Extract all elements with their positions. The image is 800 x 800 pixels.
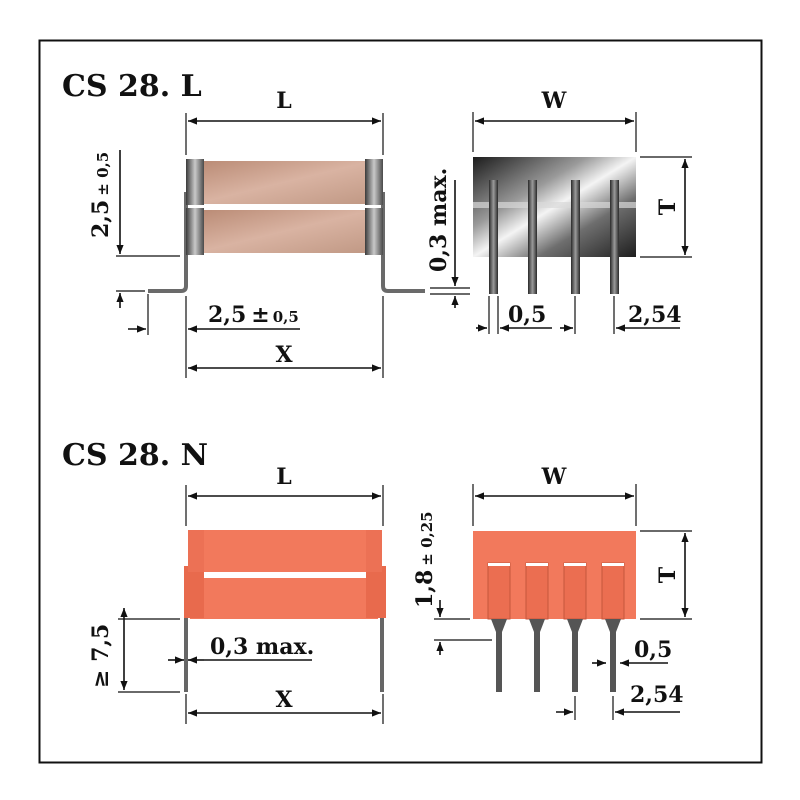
cs28l-side-view bbox=[473, 157, 636, 294]
cs28n-lead-length-dimension: ≥ 7,5 bbox=[88, 608, 180, 693]
cs28n-pin-width-label: 0,5 bbox=[634, 637, 672, 663]
cs28n-length-label: L bbox=[276, 464, 291, 490]
cs28n-pin-1 bbox=[487, 562, 511, 692]
cs28n-lead-offset-label: 0,3 max. bbox=[210, 634, 314, 660]
cs28n-width-dimension: W bbox=[472, 464, 637, 526]
cs28l-width-dimension: W bbox=[472, 88, 637, 152]
cs28n-pin-4 bbox=[601, 562, 625, 692]
cs28l-height-label: 2,5± 0,5 bbox=[88, 152, 114, 238]
cs28l-right-terminal-lead bbox=[381, 192, 425, 293]
cs28n-width-label: W bbox=[541, 464, 567, 490]
cs28n-standoff-label: 1,8± 0,25 bbox=[412, 511, 438, 608]
cs28n-body-upper bbox=[190, 530, 378, 572]
cs28l-end-cap-left-upper bbox=[186, 159, 204, 205]
cs28n-standoff-dimension: 1,8± 0,25 bbox=[412, 511, 492, 655]
cs28l-standoff-label: 0,3 max. bbox=[426, 168, 452, 272]
cs28l-end-cap-right-lower bbox=[365, 208, 383, 255]
cs28n-lead-left bbox=[184, 610, 188, 692]
cs28l-pin-4 bbox=[610, 180, 619, 294]
cs28n-lead-right bbox=[380, 610, 384, 692]
cs28l-left-terminal-lead bbox=[148, 192, 188, 293]
cs28l-width-label: W bbox=[541, 88, 567, 114]
cs28l-end-cap-right-upper bbox=[365, 159, 383, 205]
cs28n-pitch-dimension: 2,54 bbox=[556, 682, 684, 720]
cs28n-thickness-label: T bbox=[655, 566, 681, 583]
cs28n-pin-3 bbox=[563, 562, 587, 692]
cs28n-body-right-cap bbox=[366, 530, 382, 572]
cs28l-pin-3 bbox=[571, 180, 580, 294]
drawing-frame bbox=[38, 39, 763, 764]
cs28n-pitch-label: 2,54 bbox=[630, 682, 684, 708]
cs28l-body-lower bbox=[195, 210, 373, 253]
cs28l-length-dimension: L bbox=[185, 88, 384, 155]
cs28l-overall-label: X bbox=[275, 342, 293, 368]
cs28l-side-body-groove bbox=[473, 202, 636, 208]
cs28n-side-view bbox=[473, 531, 636, 692]
cs28l-title: CS 28. L bbox=[62, 69, 202, 104]
cs28n-body-right-end bbox=[366, 566, 386, 618]
cs28l-thickness-label: T bbox=[655, 198, 681, 215]
cs28l-pin-2 bbox=[528, 180, 537, 294]
cs28n-overall-label: X bbox=[275, 687, 293, 713]
cs28l-standoff-dimension: 0,3 max. bbox=[426, 168, 470, 308]
cs28l-length-label: L bbox=[276, 88, 291, 114]
cs28l-thickness-dimension: T bbox=[640, 156, 692, 258]
cs28n-body-left-end bbox=[184, 566, 204, 618]
cs28n-lead-length-label: ≥ 7,5 bbox=[88, 624, 114, 688]
cs28n-front-view bbox=[184, 530, 386, 692]
cs28l-body-upper bbox=[195, 161, 373, 204]
cs28n-body-lower bbox=[190, 578, 378, 619]
cs28l-pin-1 bbox=[489, 180, 498, 294]
cs28l-lead-dimension: 2,5±0,5 bbox=[128, 294, 300, 335]
cs28l-pitch-dimension: 2,54 bbox=[560, 296, 682, 334]
cs28l-end-cap-left-lower bbox=[186, 208, 204, 255]
cs28l-front-view bbox=[148, 159, 425, 293]
cs28n-lead-offset-dimension: 0,3 max. bbox=[168, 634, 314, 664]
cs28l-lead-label: 2,5±0,5 bbox=[208, 302, 299, 328]
cs28n-thickness-dimension: T bbox=[640, 530, 692, 620]
cs28l-pin-width-dimension: 0,5 bbox=[476, 296, 552, 334]
cs28n-title: CS 28. N bbox=[62, 438, 208, 473]
cs28n-body-left-cap bbox=[188, 530, 204, 572]
cs28l-overall-dimension: X bbox=[185, 296, 384, 378]
cs28n-pin-2 bbox=[525, 562, 549, 692]
cs28l-pin-width-label: 0,5 bbox=[508, 302, 546, 328]
cs28n-overall-dimension: X bbox=[185, 687, 384, 724]
cs28n-length-dimension: L bbox=[185, 464, 384, 526]
cs28n-pin-width-dimension: 0,5 bbox=[592, 637, 672, 667]
cs28l-pitch-label: 2,54 bbox=[628, 302, 682, 328]
cs28l-height-dimension: 2,5± 0,5 bbox=[88, 150, 180, 308]
